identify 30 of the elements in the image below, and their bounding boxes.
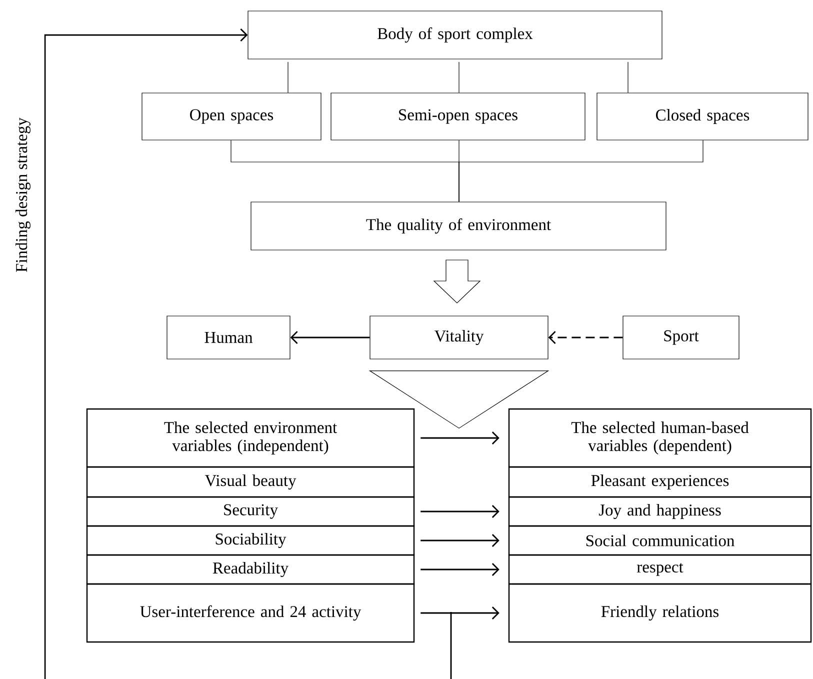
- table-cell: Sociability: [86, 525, 415, 556]
- arrow: [548, 331, 623, 344]
- table-cell: Friendly relations: [508, 583, 812, 643]
- process-box: Closed spaces: [596, 92, 808, 140]
- table-cell: Joy and happiness: [508, 496, 812, 527]
- table-cell: Social communication: [508, 525, 812, 556]
- arrow: [420, 606, 500, 620]
- arrow: [420, 563, 500, 576]
- table-cell: Readability: [86, 554, 415, 585]
- table-cell: Security: [86, 496, 415, 527]
- table-cell: Visual beauty: [86, 466, 415, 498]
- table-cell: The selected human-based variables (dependent): [508, 408, 812, 468]
- arrow: [420, 432, 500, 444]
- process-box: Vitality: [370, 316, 548, 360]
- arrow: [420, 534, 500, 547]
- process-box: Sport: [622, 316, 740, 360]
- edge-label: Finding design strategy: [14, 116, 32, 274]
- process-box: Open spaces: [142, 92, 322, 140]
- process-box: The quality of environment: [250, 202, 666, 250]
- table-cell: User-interference and 24 activity: [86, 583, 415, 643]
- arrow: [44, 28, 452, 679]
- table-cell: respect: [508, 554, 812, 585]
- block-arrow: [433, 260, 481, 304]
- process-box: Semi-open spaces: [330, 92, 586, 140]
- table-cell: The selected environment variables (independent): [86, 408, 415, 468]
- process-box: Human: [166, 316, 290, 360]
- table-cell: Pleasant experiences: [508, 466, 812, 498]
- process-box: Body of sport complex: [248, 10, 662, 60]
- arrow: [420, 505, 500, 518]
- arrow: [290, 331, 370, 344]
